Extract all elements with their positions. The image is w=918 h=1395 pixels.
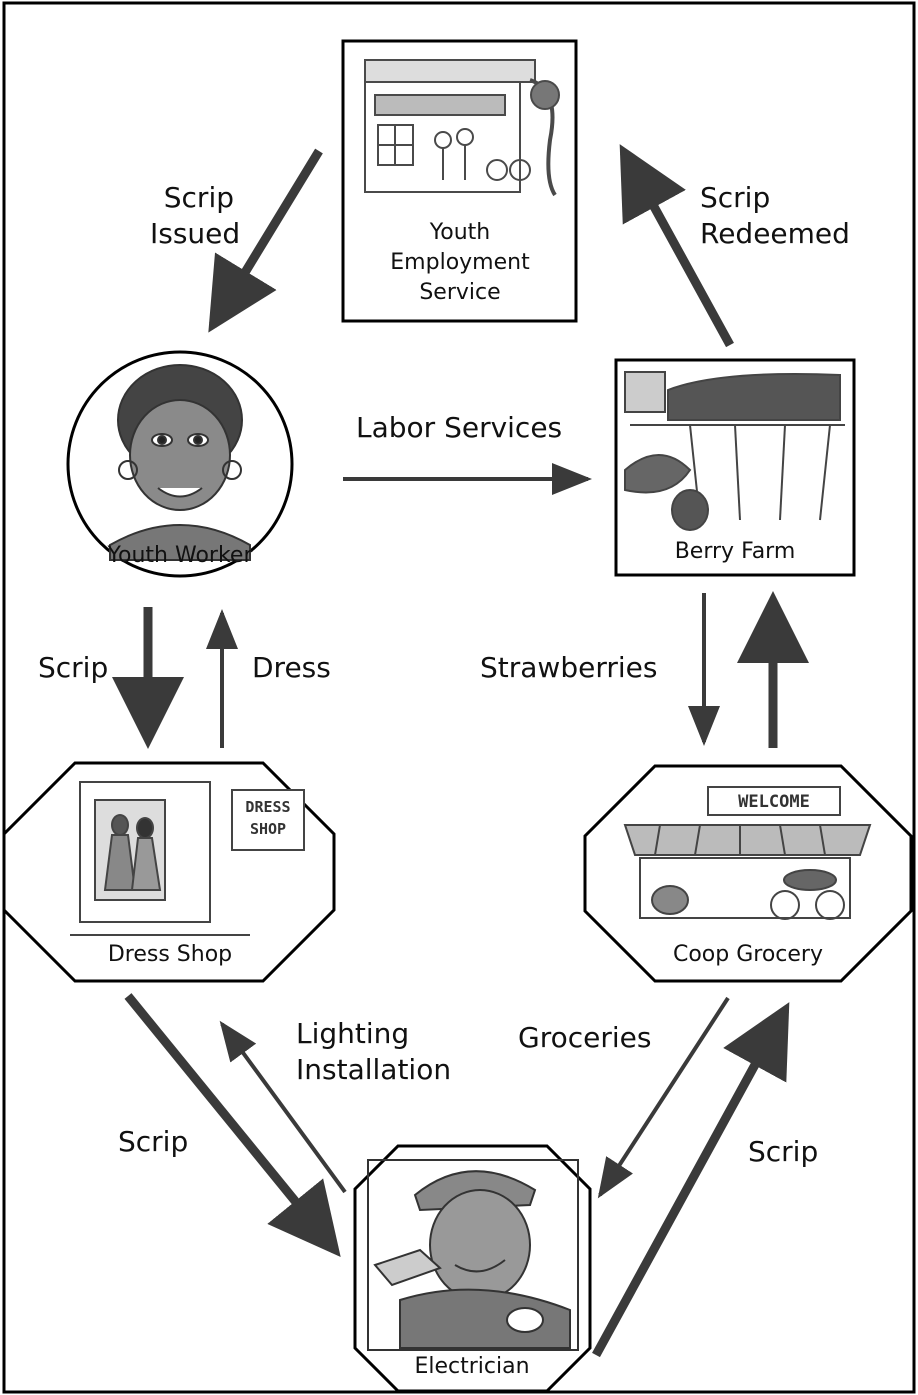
flow-arrows — [112, 144, 809, 1358]
berry-farm-node — [614, 358, 856, 577]
storefront-sketch-icon — [364, 59, 560, 197]
grocery-sign: WELCOME — [738, 792, 810, 812]
label-strawberries: Strawberries — [480, 651, 658, 684]
arrow-lighting-installation — [219, 1020, 347, 1194]
dress-shop-caption: Dress Shop — [107, 942, 233, 967]
label-scrip-redeemed: Scrip Redeemed — [700, 181, 850, 250]
label-scrip-issued: Scrip Issued — [150, 181, 241, 250]
label-scrip-to-grocery: Scrip — [748, 1135, 819, 1168]
label-scrip-to-electrician: Scrip — [118, 1125, 189, 1158]
electrician-node — [353, 1144, 592, 1393]
farm-field-sketch-icon — [624, 371, 845, 531]
youth-portrait-sketch-icon — [109, 364, 251, 561]
dress-shop-sign-line2: SHOP — [250, 820, 286, 838]
berry-farm-caption: Berry Farm — [674, 539, 796, 564]
arrow-scrip-to-electrician — [124, 993, 341, 1257]
electrician-caption: Electrician — [414, 1354, 530, 1379]
youth-worker-caption: Youth Worker — [107, 543, 253, 568]
arrow-groceries — [597, 996, 730, 1199]
arrow-scrip-redeemed — [619, 144, 734, 348]
arrow-scrip-to-grocery — [592, 1002, 790, 1358]
label-scrip-to-dress-shop: Scrip — [38, 651, 109, 684]
grocery-store-sketch-icon — [623, 786, 872, 920]
arrow-scrip-issued — [208, 148, 323, 333]
coop-grocery-caption: Coop Grocery — [672, 942, 823, 967]
dress-shop-sign: DRESS — [245, 798, 290, 816]
label-lighting-installation: Lighting Installation — [296, 1017, 452, 1086]
label-groceries: Groceries — [518, 1021, 652, 1054]
youth-employment-service-caption: Youth Employment Service — [390, 220, 530, 305]
coop-grocery-node — [583, 764, 913, 983]
label-dress: Dress — [252, 651, 331, 684]
dress-shop-node — [2, 761, 336, 983]
youth-employment-service-node — [341, 39, 578, 323]
label-labor-services: Labor Services — [356, 411, 563, 444]
youth-worker-node — [66, 350, 294, 578]
electrician-portrait-sketch-icon — [367, 1159, 579, 1351]
dress-shop-sketch-icon — [70, 781, 305, 936]
